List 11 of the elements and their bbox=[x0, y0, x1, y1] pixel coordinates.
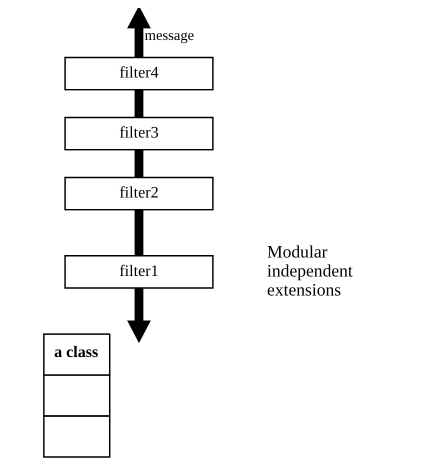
connector bbox=[134, 210, 143, 256]
node-box: filter1 bbox=[64, 255, 214, 289]
arrow bbox=[126, 288, 150, 344]
arrow bbox=[126, 8, 150, 58]
connector bbox=[134, 90, 143, 118]
connector bbox=[134, 150, 143, 178]
node-box: filter2 bbox=[64, 176, 214, 210]
label: Modular independent extensions bbox=[266, 241, 352, 300]
node-box: filter4 bbox=[64, 56, 214, 90]
node-box: filter3 bbox=[64, 116, 214, 150]
edge-label: message bbox=[144, 28, 194, 44]
